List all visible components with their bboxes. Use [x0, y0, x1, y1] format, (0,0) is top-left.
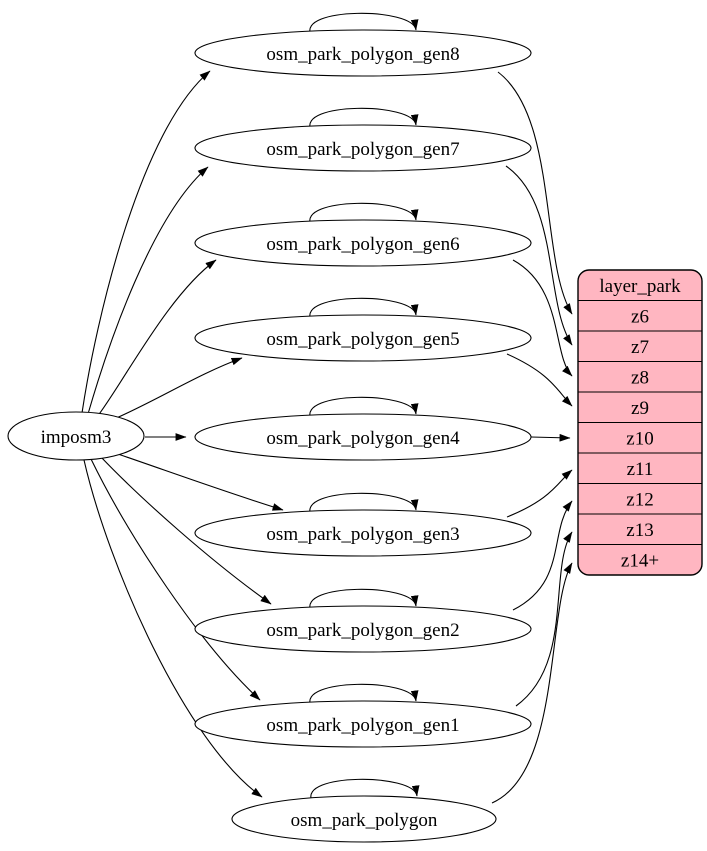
self-loop-gen7: [309, 107, 419, 131]
gen7-label: osm_park_polygon_gen7: [266, 139, 459, 160]
layer-row-z8: z8: [631, 368, 649, 389]
node-osm-park-polygon: osm_park_polygon: [231, 795, 497, 843]
gen3-ellipse: [194, 509, 532, 557]
node-osm-park-polygon-gen1: osm_park_polygon_gen1: [194, 700, 532, 748]
self-loop-gen2: [309, 588, 419, 612]
layer-row-z14: z14+: [621, 551, 659, 572]
node-osm-park-polygon-gen8: osm_park_polygon_gen8: [194, 29, 532, 77]
self-loop-osm-park-polygon: [310, 778, 420, 802]
edge-gen2-to-z12: [512, 500, 573, 611]
edge-imposm3-to-gen8: [81, 70, 211, 414]
node-imposm3: imposm3: [7, 411, 145, 461]
edge-gen3-to-z11: [506, 469, 573, 518]
gen4-ellipse: [194, 413, 532, 461]
layer-row-z12: z12: [626, 490, 653, 511]
edge-gen5-to-z9: [506, 353, 573, 407]
self-loop-gen6: [309, 202, 419, 226]
edge-imposm3-to-gen7: [87, 166, 209, 415]
self-loop-gen5: [309, 297, 419, 321]
self-loop-gen8: [309, 12, 419, 36]
self-loop-gen3: [309, 492, 419, 516]
self-loop-gen4: [309, 396, 419, 420]
gen4-label: osm_park_polygon_gen4: [266, 428, 460, 449]
node-layer-park: layer_park z6 z7 z8 z9 z10 z11 z12 z13 z…: [577, 269, 703, 576]
node-osm-park-polygon-gen5: osm_park_polygon_gen5: [194, 314, 532, 362]
gen2-ellipse: [194, 605, 532, 653]
edge-imposm3-to-gen2: [99, 455, 272, 605]
imposm3-ellipse: [7, 411, 145, 461]
gen7-ellipse: [194, 124, 532, 172]
edge-imposm3-to-gen1: [90, 458, 261, 701]
gen1-label: osm_park_polygon_gen1: [266, 715, 459, 736]
node-osm-park-polygon-gen3: osm_park_polygon_gen3: [194, 509, 532, 557]
edge-osm-park-polygon-to-z14: [491, 562, 573, 804]
edges: [81, 12, 573, 804]
node-osm-park-polygon-gen4: osm_park_polygon_gen4: [194, 413, 532, 461]
layer-row-z13: z13: [626, 520, 653, 541]
edge-gen8-to-z6: [497, 71, 573, 315]
self-loop-gen1: [309, 683, 419, 707]
edge-imposm3-to-osm-park-polygon: [83, 459, 263, 798]
layer-row-z9: z9: [631, 398, 649, 419]
edge-imposm3-to-gen6: [96, 259, 217, 418]
layer-row-z6: z6: [631, 307, 649, 328]
gen5-ellipse: [194, 314, 532, 362]
gen2-label: osm_park_polygon_gen2: [266, 620, 459, 641]
layer-row-z10: z10: [626, 429, 653, 450]
gen6-ellipse: [194, 219, 532, 267]
gen6-label: osm_park_polygon_gen6: [266, 234, 459, 255]
gen8-ellipse: [194, 29, 532, 77]
layer-row-z11: z11: [627, 459, 654, 480]
gen3-label: osm_park_polygon_gen3: [266, 524, 459, 545]
gen5-label: osm_park_polygon_gen5: [266, 329, 459, 350]
node-osm-park-polygon-gen2: osm_park_polygon_gen2: [194, 605, 532, 653]
edge-gen4-to-z10: [530, 433, 571, 442]
edge-imposm3-to-gen5: [111, 357, 243, 421]
node-osm-park-polygon-gen7: osm_park_polygon_gen7: [194, 124, 532, 172]
layer-park-header: layer_park: [599, 276, 681, 297]
edge-imposm3-to-gen3: [111, 451, 284, 511]
edge-gen1-to-z13: [515, 531, 573, 707]
gen8-label: osm_park_polygon_gen8: [266, 44, 459, 65]
osm-park-polygon-label: osm_park_polygon: [291, 810, 438, 831]
osm-park-polygon-ellipse: [231, 795, 497, 843]
node-osm-park-polygon-gen6: osm_park_polygon_gen6: [194, 219, 532, 267]
edge-gen7-to-z7: [505, 165, 573, 346]
imposm3-label: imposm3: [41, 427, 112, 448]
gen1-ellipse: [194, 700, 532, 748]
edge-gen6-to-z8: [512, 259, 573, 377]
layer-row-z7: z7: [631, 337, 649, 358]
